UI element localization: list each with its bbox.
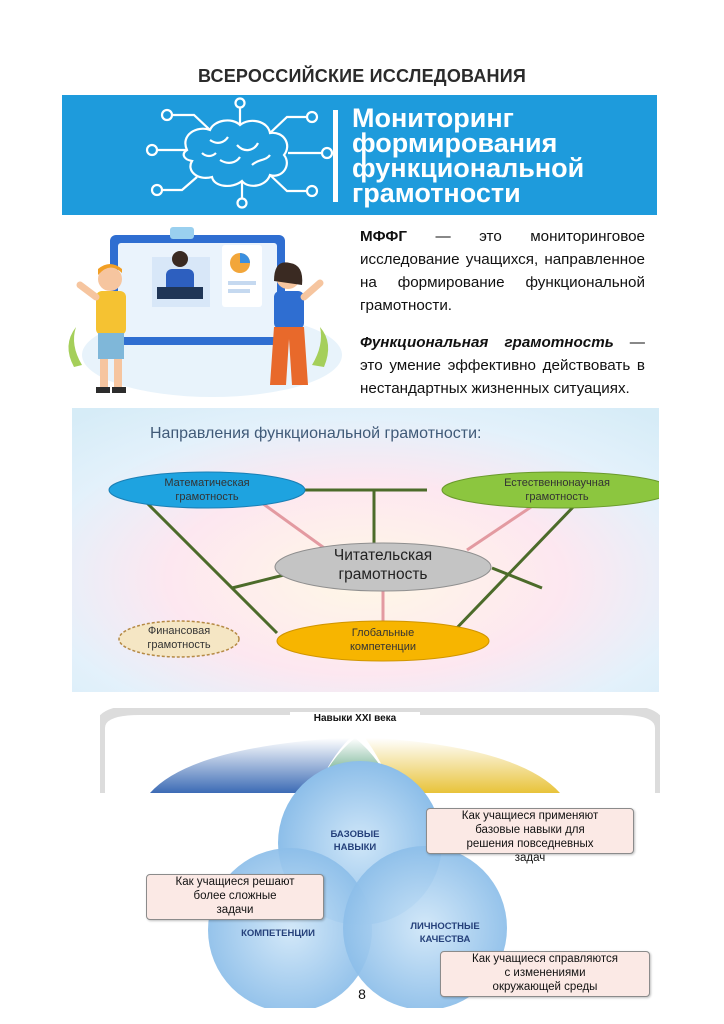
banner-title: Мониторинг формирования функциональной г… [352,103,652,208]
global-competences-label: Глобальные компетенции [277,626,489,654]
literacy-directions-diagram: Направления функциональной грамотности: … [72,408,659,692]
mffg-definition: МФФГ — это мониторинговое исследование у… [360,225,645,317]
math-literacy-line: грамотность [175,491,239,503]
callout-line: задачи [216,904,254,916]
financial-literacy-line: грамотность [147,639,211,651]
intro-text: МФФГ — это мониторинговое исследование у… [360,225,645,414]
callout-competences: Как учащиеся решают более сложные задачи [146,874,324,920]
banner-title-line: Мониторинг [352,103,514,133]
basic-skills-line: НАВЫКИ [333,842,377,853]
callout-basic-skills: Как учащиеся применяют базовые навыки дл… [426,808,634,864]
callout-personal-qualities: Как учащиеся справляются с изменениями о… [440,951,650,997]
basic-skills-line: БАЗОВЫЕ [330,829,380,840]
banner-title-line: формирования [352,128,558,158]
callout-line: окружающей среды [492,981,598,993]
callout-line: Как учащиеся справляются [472,953,618,965]
skills-21-century-diagram: Навыки XXI века БАЗОВЫЕ НАВЫКИ КОМПЕТЕНЦ… [100,708,660,1008]
science-literacy-line: грамотность [525,491,589,503]
math-literacy-line: Математическая [164,477,250,489]
financial-literacy-label: Финансовая грамотность [119,624,239,652]
callout-line: решения повседневных [466,838,594,850]
math-literacy-label: Математическая грамотность [112,476,302,504]
directions-title: Направления функциональной грамотности: [150,425,482,442]
basic-skills-label: БАЗОВЫЕ НАВЫКИ [315,828,395,854]
financial-literacy-line: Финансовая [147,625,211,637]
global-competences-line: компетенции [349,641,417,653]
reading-literacy-line: Читательская [333,547,433,564]
functional-literacy-term: Функциональная грамотность [360,334,614,351]
reading-literacy-line: грамотность [338,566,428,583]
functional-literacy-definition: Функциональная грамотность — это умение … [360,331,645,400]
callout-line: более сложные [193,890,277,902]
brain-network-icon [145,97,334,209]
banner [62,95,657,215]
callout-line: Как учащиеся применяют [461,810,599,822]
callout-line: с изменениями [504,967,586,979]
science-literacy-label: Естественнонаучная грамотность [452,476,662,504]
competences-label: КОМПЕТЕНЦИИ [241,928,315,939]
callout-line: задач [514,852,546,864]
banner-title-line: грамотности [352,178,521,208]
global-competences-line: Глобальные [351,627,415,639]
personal-qualities-label: ЛИЧНОСТНЫЕ КАЧЕСТВА [390,920,500,946]
banner-title-line: функциональной [352,153,585,183]
personal-qualities-line: ЛИЧНОСТНЫЕ [410,921,480,932]
callout-line: Как учащиеся решают [175,876,295,888]
page-number: 8 [358,986,366,1002]
skills-header: Навыки XXI века [313,713,397,724]
reading-literacy-label: Читательская грамотность [275,546,491,584]
functional-literacy-text: — это умение эффективно действовать в не… [360,334,645,397]
personal-qualities-line: КАЧЕСТВА [419,934,471,945]
callout-line: базовые навыки для [475,824,585,836]
mffg-term: МФФГ [360,228,407,245]
page-heading: ВСЕРОССИЙСКИЕ ИССЛЕДОВАНИЯ [197,66,526,86]
mffg-text: — это мониторинговое исследование учащих… [360,228,645,314]
science-literacy-line: Естественнонаучная [504,477,610,489]
online-learning-illustration [62,215,352,403]
banner-divider [333,110,338,202]
